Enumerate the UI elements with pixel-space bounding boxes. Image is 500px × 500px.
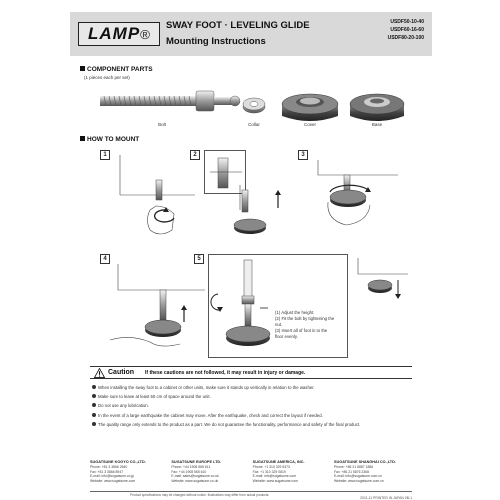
step-5-note: (1) Adjust the height. xyxy=(275,310,315,315)
caution-subtitle: If these cautions are not followed, it m… xyxy=(145,370,306,376)
caution-bar: Caution If these cautions are not follow… xyxy=(90,366,412,379)
step-number-2: 2 xyxy=(190,150,200,160)
office-line: E-mail: sales@sugatsune.co.uk xyxy=(171,474,219,479)
step-5-illustration xyxy=(210,259,271,346)
office-line: Website: www.sugatsune.com.cn xyxy=(333,478,384,483)
office-line: E-mail: info@sugatsune.co.jp xyxy=(90,474,135,479)
step-5-note: (3) Insert all of foot in to the xyxy=(275,328,328,333)
model-number: USDF60-16-60 xyxy=(390,27,424,33)
cover-icon xyxy=(281,93,339,121)
office-line: Fax: +1 310 329 0819 xyxy=(252,469,286,474)
model-number: USDF50-10-40 xyxy=(390,19,424,25)
step-5-notes: (1) Adjust the height. (2) Fit the bolt … xyxy=(275,310,334,340)
office-line: E-mail: info@sugatsune.com xyxy=(252,474,297,479)
logo-text: LAMP xyxy=(88,24,141,43)
header-bar: LAMP® SWAY FOOT · LEVELING GLIDE Mountin… xyxy=(70,12,432,56)
office-line: Website: www.sugatsune.com xyxy=(90,478,136,483)
caution-item: The quality range only extends to the pr… xyxy=(92,420,412,429)
caution-item: In the event of a large earthquake the c… xyxy=(92,411,412,420)
step-3-illustration xyxy=(317,160,398,226)
office-line: Phone: +44 1908 565 611 xyxy=(171,465,211,469)
instruction-sheet: LAMP® SWAY FOOT · LEVELING GLIDE Mountin… xyxy=(70,12,432,500)
step-number-3: 3 xyxy=(298,150,308,160)
caution-item: Do not use any lubrication. xyxy=(92,401,412,410)
base-icon xyxy=(349,93,405,121)
collar-icon xyxy=(242,97,266,114)
caution-item: When installing the sway foot to a cabin… xyxy=(92,383,412,392)
footnote: Product specifications may be changed wi… xyxy=(130,493,270,497)
office-block: SUGATSUNE SHANGHAI CO.,LTD. Phone: +86 2… xyxy=(334,460,412,483)
page-subtitle: Mounting Instructions xyxy=(166,36,266,47)
office-line: Fax: +81 3 3866 8947 xyxy=(90,469,124,474)
step-2-illustration xyxy=(210,157,281,234)
step-2-detail-frame xyxy=(204,150,246,194)
office-line: Website: www.sugatsune.com xyxy=(252,478,298,483)
page-title: SWAY FOOT · LEVELING GLIDE xyxy=(166,20,310,31)
office-line: Fax: +86 21 5876 2368 xyxy=(333,469,369,474)
office-block: SUGATSUNE KOGYO CO.,LTD. Phone: +81 3 38… xyxy=(90,460,168,483)
component-parts-illustration xyxy=(100,90,405,121)
lamp-logo: LAMP® xyxy=(78,22,160,46)
step-5-note: floor evenly. xyxy=(275,334,298,339)
office-name: SUGATSUNE KOGYO CO.,LTD. xyxy=(90,460,146,464)
footer-divider xyxy=(90,491,412,492)
bolt-icon xyxy=(100,90,241,112)
model-number: USDF80-20-100 xyxy=(387,35,424,41)
step-4-illustration xyxy=(109,264,205,347)
model-list: USDF50-10-40 USDF60-16-60 USDF80-20-100 xyxy=(388,18,424,42)
office-block: SUGATSUNE EUROPE LTD. Phone: +44 1908 56… xyxy=(171,460,249,483)
part-label-bolt: Bolt xyxy=(158,122,166,127)
part-label-cover: Cover xyxy=(303,122,316,127)
office-line: E-mail: info@sugatsune.com.cn xyxy=(333,474,382,479)
document-code: 2011-11 PRINTED IN JAPAN 0B-1 xyxy=(360,496,412,500)
how-to-mount-heading: HOW TO MOUNT xyxy=(80,136,139,143)
office-line: Phone: +1 310 329 6373 xyxy=(252,465,290,469)
step-5-frame xyxy=(208,254,348,358)
step-number-4: 4 xyxy=(100,254,110,264)
office-name: SUGATSUNE SHANGHAI CO.,LTD. xyxy=(333,460,396,464)
office-line: Website: www.sugatsune.co.uk xyxy=(171,478,219,483)
caution-list: When installing the sway foot to a cabin… xyxy=(92,383,412,429)
office-contacts: SUGATSUNE KOGYO CO.,LTD. Phone: +81 3 38… xyxy=(90,460,412,483)
office-name: SUGATSUNE EUROPE LTD. xyxy=(171,460,222,464)
step-5-note: nut. xyxy=(275,322,283,327)
office-line: Phone: +86 21 6887 1886 xyxy=(333,465,374,469)
office-line: Phone: +81 3 3866 2640 xyxy=(90,465,128,469)
part-label-collar: Collar xyxy=(248,122,260,127)
step-5-detail-illustration xyxy=(357,258,408,299)
office-block: SUGATSUNE AMERICA, INC. Phone: +1 310 32… xyxy=(253,460,331,483)
part-label-base: Base xyxy=(371,122,383,127)
caution-item: Make sure to leave at least 50 cm of spa… xyxy=(92,392,412,401)
office-name: SUGATSUNE AMERICA, INC. xyxy=(252,460,305,464)
office-line: Fax: +44 1908 565 610 xyxy=(171,469,207,474)
step-number-1: 1 xyxy=(100,150,110,160)
step-1-illustration xyxy=(119,155,195,235)
step-number-5: 5 xyxy=(194,254,204,264)
warning-icon xyxy=(94,368,105,378)
step-5-note: (2) Fit the bolt by tightening the xyxy=(275,316,335,321)
component-parts-heading: COMPONENT PARTS xyxy=(80,66,153,73)
parts-note: (1 pieces each per set) xyxy=(84,75,130,80)
caution-title: Caution xyxy=(108,369,135,376)
